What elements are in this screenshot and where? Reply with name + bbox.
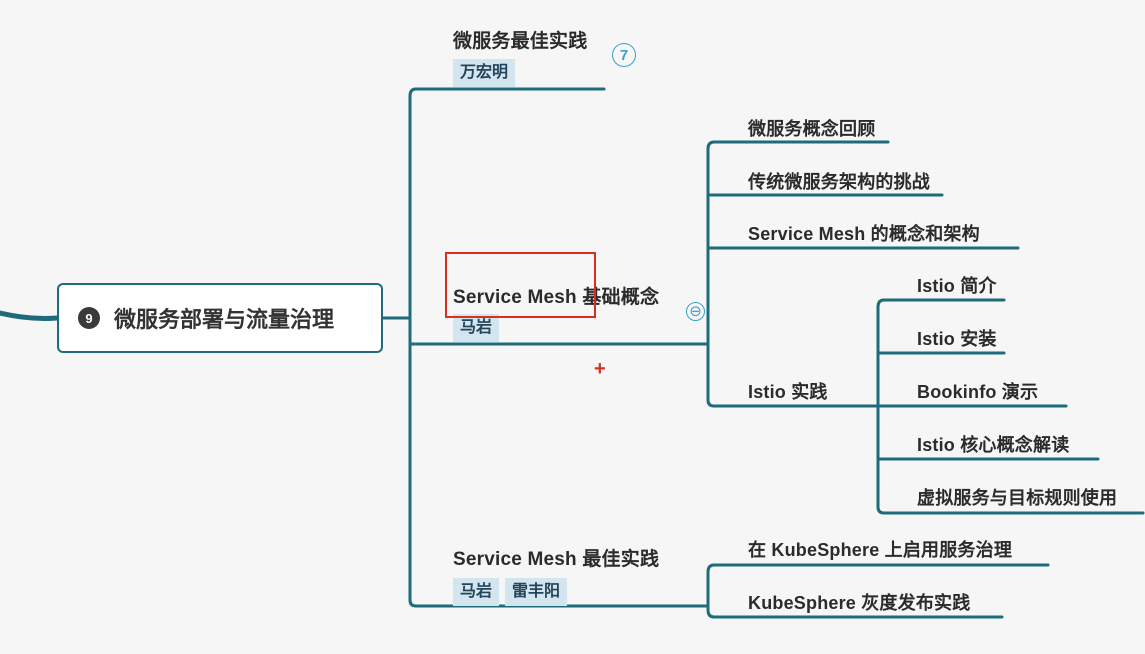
root-node[interactable]: 9 微服务部署与流量治理	[57, 283, 383, 353]
topic-traditional-challenges[interactable]: 传统微服务架构的挑战	[748, 172, 930, 192]
root-title: 微服务部署与流量治理	[114, 307, 335, 332]
branch-service-mesh-basics[interactable]: Service Mesh 基础概念	[453, 287, 660, 308]
branch-service-mesh-best-practice[interactable]: Service Mesh 最佳实践	[453, 549, 660, 570]
assignee-tag: 万宏明	[453, 59, 516, 87]
topic-canary-release[interactable]: KubeSphere 灰度发布实践	[748, 593, 971, 613]
branch-microservice-best-practice[interactable]: 微服务最佳实践	[453, 31, 588, 52]
topic-istio-core-concepts[interactable]: Istio 核心概念解读	[917, 435, 1070, 455]
selection-highlight-box	[445, 252, 596, 318]
topic-bookinfo-demo[interactable]: Bookinfo 演示	[917, 382, 1039, 402]
chapter-number-badge: 9	[78, 307, 100, 329]
assignee-tag: 马岩	[453, 314, 500, 342]
topic-microservice-review[interactable]: 微服务概念回顾	[748, 119, 876, 139]
assignee-tag: 马岩	[453, 578, 500, 606]
assignee-tag: 雷丰阳	[505, 578, 568, 606]
collapse-toggle-icon[interactable]: ⊖	[686, 302, 705, 321]
cursor-plus-icon: +	[594, 358, 606, 380]
topic-enable-service-governance[interactable]: 在 KubeSphere 上启用服务治理	[748, 540, 1013, 560]
collapsed-count-badge[interactable]: 7	[612, 43, 636, 67]
topic-service-mesh-concept[interactable]: Service Mesh 的概念和架构	[748, 224, 980, 244]
topic-istio-install[interactable]: Istio 安装	[917, 329, 997, 349]
topic-virtual-service-rules[interactable]: 虚拟服务与目标规则使用	[917, 488, 1118, 508]
topic-istio-intro[interactable]: Istio 简介	[917, 276, 997, 296]
topic-istio-practice[interactable]: Istio 实践	[748, 382, 828, 402]
